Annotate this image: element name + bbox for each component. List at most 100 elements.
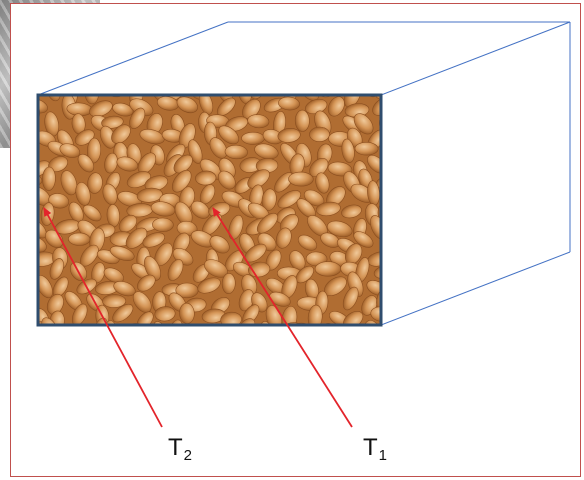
almond-shape [118,214,138,233]
almond-shape [173,154,193,174]
almond-shape [364,320,381,325]
almond-shape [221,273,236,294]
almond-shape [288,171,314,187]
almond-shape [307,304,323,325]
almond-shape [315,172,330,194]
almond-shape [45,95,61,102]
almond-shape [38,236,47,253]
almond-shape [176,96,198,114]
almond-shape [209,137,228,159]
almond-shape [354,141,379,156]
almond-shape [144,255,161,281]
almond-shape [274,172,294,193]
almond-shape [153,321,171,325]
almond-shape [197,277,221,294]
almond-shape [198,95,214,115]
almond-shape [385,187,409,214]
almond-shape [19,138,35,162]
almond-shape [382,215,406,237]
almond-shape [125,227,148,249]
almond-shape [41,317,59,325]
almond-shape [89,100,113,117]
almond-shape [314,261,342,277]
almond-shape [60,170,78,196]
t1-label-subscript: 1 [378,447,388,464]
almond-shape [137,274,156,292]
almond-shape [104,320,117,325]
almond-shape [48,193,70,209]
almond-shape [68,232,91,246]
almond-shape [341,138,355,163]
almond-shape [49,258,64,280]
almond-shape [353,113,374,135]
almond-shape [256,212,278,234]
almond-shape [261,188,277,211]
almond-shape [167,259,184,281]
almond-shape [326,220,353,238]
almond-shape [249,95,267,100]
almond-shape [117,191,142,208]
almond-shape [389,95,418,120]
almond-shape [82,204,102,222]
almond-shape [391,121,413,146]
almond-shape [101,115,124,129]
almond-shape [370,215,381,240]
almond-shape [38,171,43,186]
almond-shape [381,234,406,251]
almond-shape [111,124,131,144]
almond-shape [309,126,330,142]
almond-shape [327,96,345,117]
almond-shape [247,114,270,129]
almond-shape [275,227,292,249]
almond-shape [218,125,240,145]
almond-shape [136,187,163,203]
almond-shape [77,153,95,173]
almond-shape [224,144,248,160]
almond-shape [38,292,39,307]
almond-shape [171,169,192,193]
almond-shape [386,249,413,265]
almond-shape [277,128,301,143]
almond-shape [386,306,410,333]
almond-shape [353,231,374,248]
almond-shape [116,156,139,172]
front-face-border [36,93,383,327]
almond-shape [112,102,134,117]
almond-shape [103,267,124,284]
t2-label-subscript: 2 [183,447,193,464]
almond-shape [38,98,48,114]
almond-shape [294,109,310,132]
almond-shape [209,324,232,341]
almond-shape [87,172,103,194]
almond-shape [167,319,183,325]
almond-shape [297,234,318,251]
box-edge-top-right [380,21,571,96]
almond-shape [190,200,210,219]
almond-shape [152,217,174,232]
almond-shape [377,198,381,222]
almond-shape [46,293,64,315]
almond-shape [209,235,230,254]
almond-shape [373,265,381,279]
almond-shape [383,145,406,161]
almond-shape [84,95,99,105]
almond-shape [287,322,311,325]
almond-shape [17,261,40,286]
almond-shape [109,245,135,261]
almond-shape [71,303,88,325]
t2-label-main: T [168,434,183,461]
t1-label-main: T [363,434,378,461]
almond-shape [112,303,134,323]
almond-shape [195,170,217,186]
almond-shape [102,294,127,308]
almond-shape [277,190,301,209]
almond-shape [315,201,341,217]
almond-shape [342,286,359,311]
almond-image [17,95,418,341]
almond-shape [366,280,381,296]
almond-shape [154,306,176,322]
almond-shape [139,128,165,145]
almond-shape [59,143,81,158]
box-edge-top-left [37,21,229,96]
